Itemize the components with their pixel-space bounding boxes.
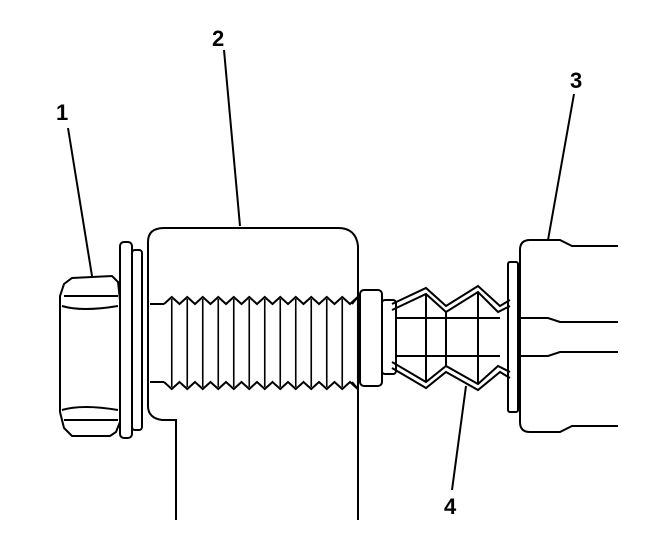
thread-edge xyxy=(163,380,359,391)
thread-edge xyxy=(163,295,359,306)
callout-1: 1 xyxy=(56,100,68,125)
threaded-screw xyxy=(150,303,164,383)
bolt-head xyxy=(59,274,121,437)
callout-2: 2 xyxy=(212,26,224,51)
leader-lines xyxy=(67,49,575,491)
callout-3: 3 xyxy=(570,68,582,93)
tool-body xyxy=(147,227,359,520)
tie-rod xyxy=(507,239,618,433)
callout-4: 4 xyxy=(444,494,457,519)
rubber-boot xyxy=(391,284,511,392)
thread-lines xyxy=(163,295,359,391)
bolt-washer xyxy=(119,241,143,439)
screw-collar xyxy=(359,289,397,387)
